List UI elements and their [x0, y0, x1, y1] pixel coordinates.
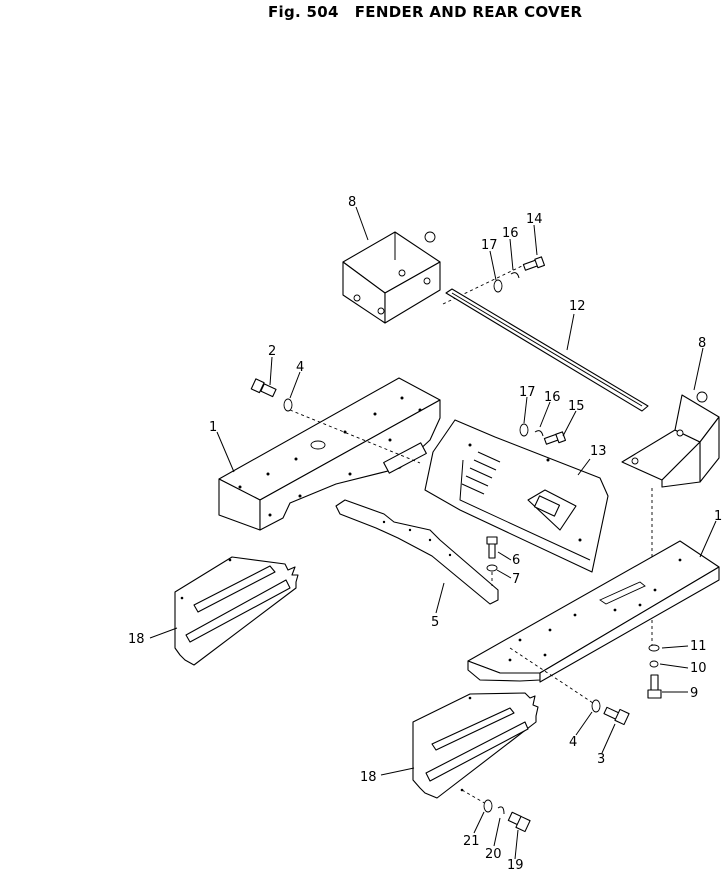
spring-washer-10: [649, 660, 659, 668]
callout-12: 12: [569, 299, 586, 314]
bracket-box-right: [621, 391, 720, 488]
callout-4-lower: 4: [569, 735, 577, 750]
callout-18-upper: 18: [128, 632, 145, 647]
spring-washer-16b: [534, 430, 544, 437]
side-panel-upper: [174, 556, 299, 666]
washer-4b: [591, 699, 601, 713]
bolt-14: [522, 256, 546, 271]
figure-number: Fig. 504: [268, 3, 339, 21]
support-bar: [335, 499, 499, 605]
callout-1-left: 1: [209, 420, 217, 435]
callout-7: 7: [512, 572, 520, 587]
callout-5: 5: [431, 615, 439, 630]
callout-13: 13: [590, 444, 607, 459]
bolt-2: [250, 378, 277, 398]
callout-labels: 8 14 16 17 12 8 2 4 1 17 16 15 13 6 7 5 …: [128, 195, 722, 873]
fender-left: [218, 377, 441, 531]
callout-8-upper: 8: [348, 195, 356, 210]
callout-16-middle: 16: [544, 390, 561, 405]
callout-8-right: 8: [698, 336, 706, 351]
washer-17a: [493, 279, 503, 293]
bolt-9: [647, 674, 662, 699]
callout-17-middle: 17: [519, 385, 536, 400]
spring-washer-20: [497, 806, 505, 815]
callout-21: 21: [463, 834, 480, 849]
callout-15: 15: [568, 399, 585, 414]
bolt-19: [507, 811, 531, 833]
callout-18-lower: 18: [360, 770, 377, 785]
fender-right: [467, 540, 720, 683]
callout-16-upper: 16: [502, 226, 519, 241]
washer-21: [483, 799, 493, 813]
callout-10: 10: [690, 661, 707, 676]
callout-11: 11: [690, 639, 707, 654]
washer-17b: [519, 423, 529, 437]
washer-11: [648, 644, 660, 652]
leader-lines: [149, 206, 717, 860]
washer-4a: [283, 398, 293, 412]
callout-3: 3: [597, 752, 605, 767]
callout-17-upper: 17: [481, 238, 498, 253]
callout-20: 20: [485, 847, 502, 862]
callout-14: 14: [526, 212, 543, 227]
bolt-15: [543, 431, 567, 445]
callout-9: 9: [690, 686, 698, 701]
callout-6: 6: [512, 553, 520, 568]
callout-2: 2: [268, 344, 276, 359]
callout-1-right: 1: [714, 509, 722, 524]
callout-4-upper: 4: [296, 360, 304, 375]
bracket-box-left: [342, 231, 441, 324]
washer-7: [486, 564, 498, 572]
bolt-3: [603, 706, 630, 726]
spring-washer-16a: [510, 272, 520, 279]
rear-cover: [424, 419, 609, 573]
side-panel-lower: [412, 692, 539, 799]
bolt-6: [486, 536, 498, 559]
callout-19: 19: [507, 858, 524, 870]
figure-caption: FENDER AND REAR COVER: [354, 3, 583, 21]
figure-title: Fig. 504 FENDER AND REAR COVER: [268, 3, 582, 21]
